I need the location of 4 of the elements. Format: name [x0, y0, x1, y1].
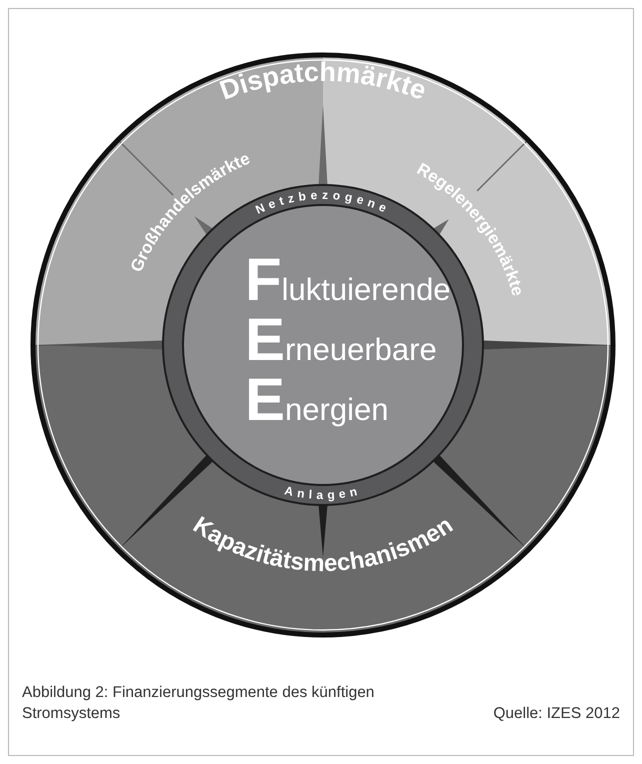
segment-label: Anlagen: [283, 483, 363, 502]
segment-label: Dispatchmärkte: [216, 56, 430, 106]
source-note: Quelle: IZES 2012: [493, 704, 620, 724]
figure-caption: Abbildung 2: Finanzierungssegmente des künftigen Stromsystems: [22, 683, 376, 724]
